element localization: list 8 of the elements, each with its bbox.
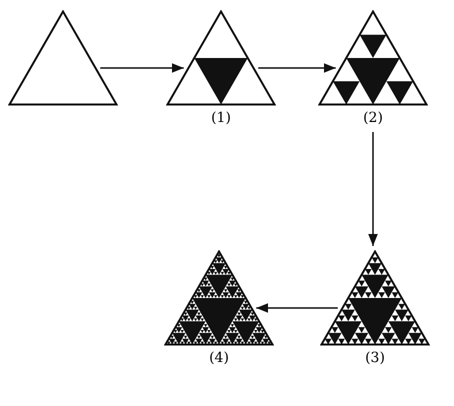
arrow (368, 132, 378, 246)
figure-number: (1) (211, 110, 231, 126)
arrow (100, 63, 184, 73)
arrow (258, 63, 336, 73)
arrow (256, 303, 338, 313)
figure-number: (4) (209, 350, 229, 366)
figure-number: (3) (365, 350, 385, 366)
figure-number: (2) (363, 110, 383, 126)
